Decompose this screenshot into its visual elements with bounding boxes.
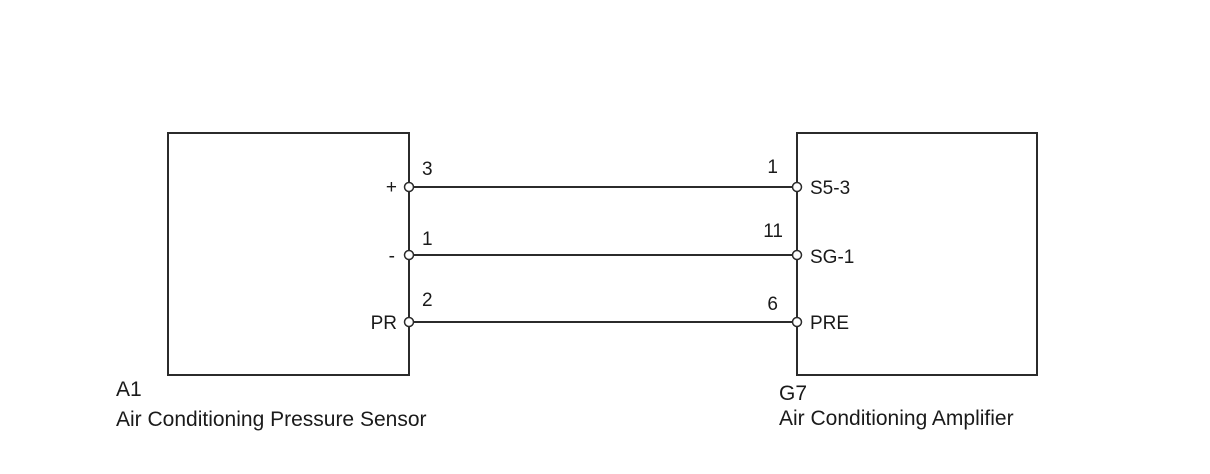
- left-pin-number-ground: 1: [422, 229, 433, 250]
- right-terminal-label-s5-3: S5-3: [810, 178, 850, 199]
- amplifier-box: [796, 132, 1038, 376]
- right-terminal-label-sg-1: SG-1: [810, 247, 854, 268]
- right-pin-number-sg-1: 11: [763, 221, 783, 242]
- terminal-left-ground: [403, 249, 415, 261]
- left-terminal-label-positive: +: [386, 177, 397, 198]
- terminal-right-pre: [791, 316, 803, 328]
- right-pin-number-s5-3: 1: [767, 157, 778, 178]
- left-pin-number-signal: 2: [422, 290, 433, 311]
- sensor-code: A1: [116, 378, 142, 401]
- right-pin-number-pre: 6: [767, 294, 778, 315]
- sensor-name: Air Conditioning Pressure Sensor: [116, 408, 427, 431]
- left-terminal-label-ground: -: [389, 246, 395, 267]
- terminal-right-s5-3: [791, 181, 803, 193]
- amplifier-code: G7: [779, 382, 807, 405]
- terminal-right-sg-1: [791, 249, 803, 261]
- left-pin-number-positive: 3: [422, 159, 433, 180]
- terminal-left-signal: [403, 316, 415, 328]
- amplifier-name: Air Conditioning Amplifier: [779, 407, 1014, 430]
- left-terminal-label-signal: PR: [371, 313, 397, 334]
- terminal-left-positive: [403, 181, 415, 193]
- right-terminal-label-pre: PRE: [810, 313, 849, 334]
- sensor-box: [167, 132, 410, 376]
